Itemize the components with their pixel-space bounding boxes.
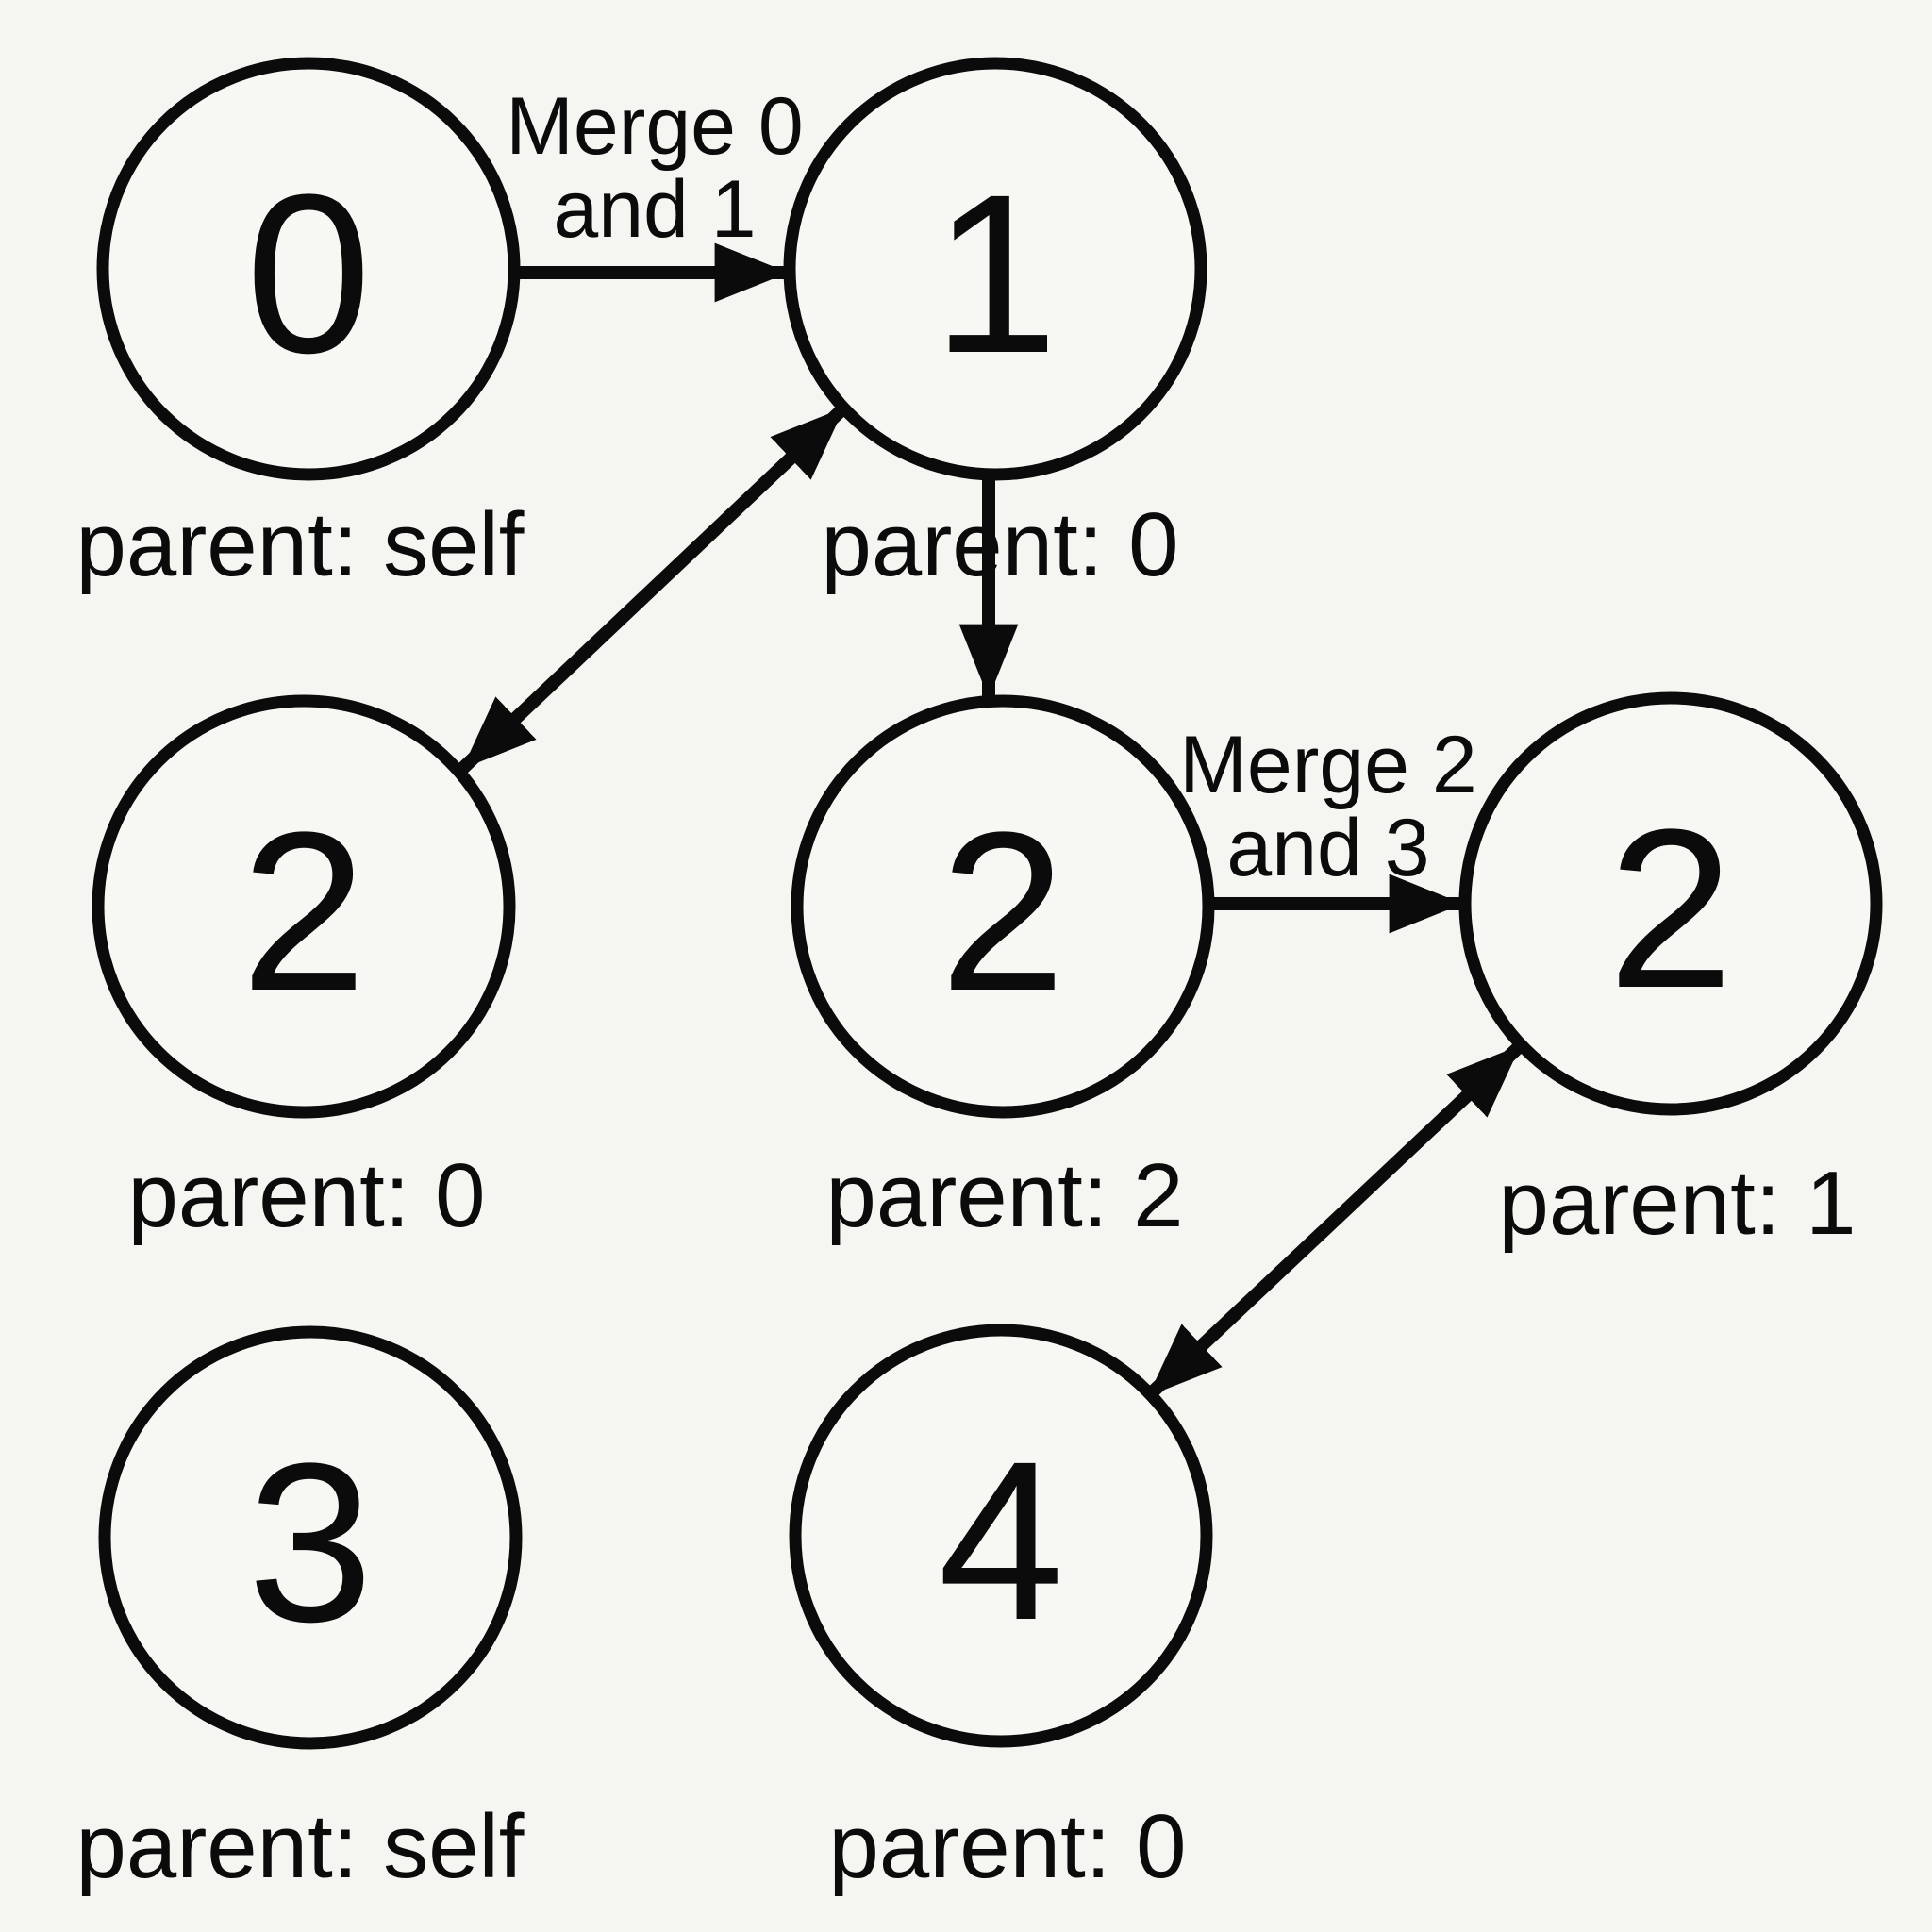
- node-4-label: 4: [938, 1414, 1063, 1667]
- node-3-label: 3: [247, 1416, 373, 1669]
- node-2-right-circle: [1458, 691, 1883, 1116]
- edge-merge-2-3-label-line-2: and 3: [1226, 803, 1429, 893]
- node-2-middle-circle: [791, 694, 1215, 1119]
- node-3-parent-label: parent: self: [76, 1796, 525, 1897]
- node-2-left-label: 2: [241, 785, 366, 1038]
- edge-merge-0-1-label-line-2: and 1: [553, 164, 756, 255]
- node-1-label: 1: [932, 147, 1058, 400]
- node-0: 0 parent: self: [76, 57, 525, 595]
- node-0-circle: [96, 57, 521, 481]
- node-1-parent-label: parent: 0: [822, 494, 1179, 595]
- node-4: 4 parent: 0: [789, 1324, 1213, 1897]
- node-0-parent-label: parent: self: [76, 494, 525, 595]
- node-2-right-label: 2: [1607, 782, 1733, 1035]
- edge-union-2-4-double-arrow: [1143, 1040, 1525, 1402]
- node-2-middle-label: 2: [940, 785, 1065, 1038]
- node-2-right: 2 parent: 1: [1458, 691, 1883, 1254]
- node-3: 3 parent: self: [76, 1325, 525, 1897]
- node-2-right-parent-label: parent: 1: [1499, 1153, 1857, 1254]
- edge-union-1-2-double-arrow: [458, 402, 849, 774]
- node-2-middle-parent-label: parent: 2: [826, 1145, 1184, 1246]
- node-2-left-parent-label: parent: 0: [128, 1145, 486, 1246]
- node-1: 1 parent: 0: [783, 57, 1208, 595]
- node-1-circle: [783, 57, 1208, 481]
- node-2-left-circle: [92, 694, 516, 1119]
- node-4-circle: [789, 1324, 1213, 1748]
- node-3-circle: [98, 1325, 523, 1750]
- node-0-label: 0: [245, 147, 371, 400]
- edge-merge-0-1-label-line-1: Merge 0: [506, 81, 804, 172]
- node-2-middle: 2 parent: 2: [791, 694, 1215, 1246]
- edge-merge-2-3-label-line-1: Merge 2: [1179, 720, 1477, 810]
- node-4-parent-label: parent: 0: [829, 1796, 1187, 1897]
- node-2-left: 2 parent: 0: [92, 694, 516, 1246]
